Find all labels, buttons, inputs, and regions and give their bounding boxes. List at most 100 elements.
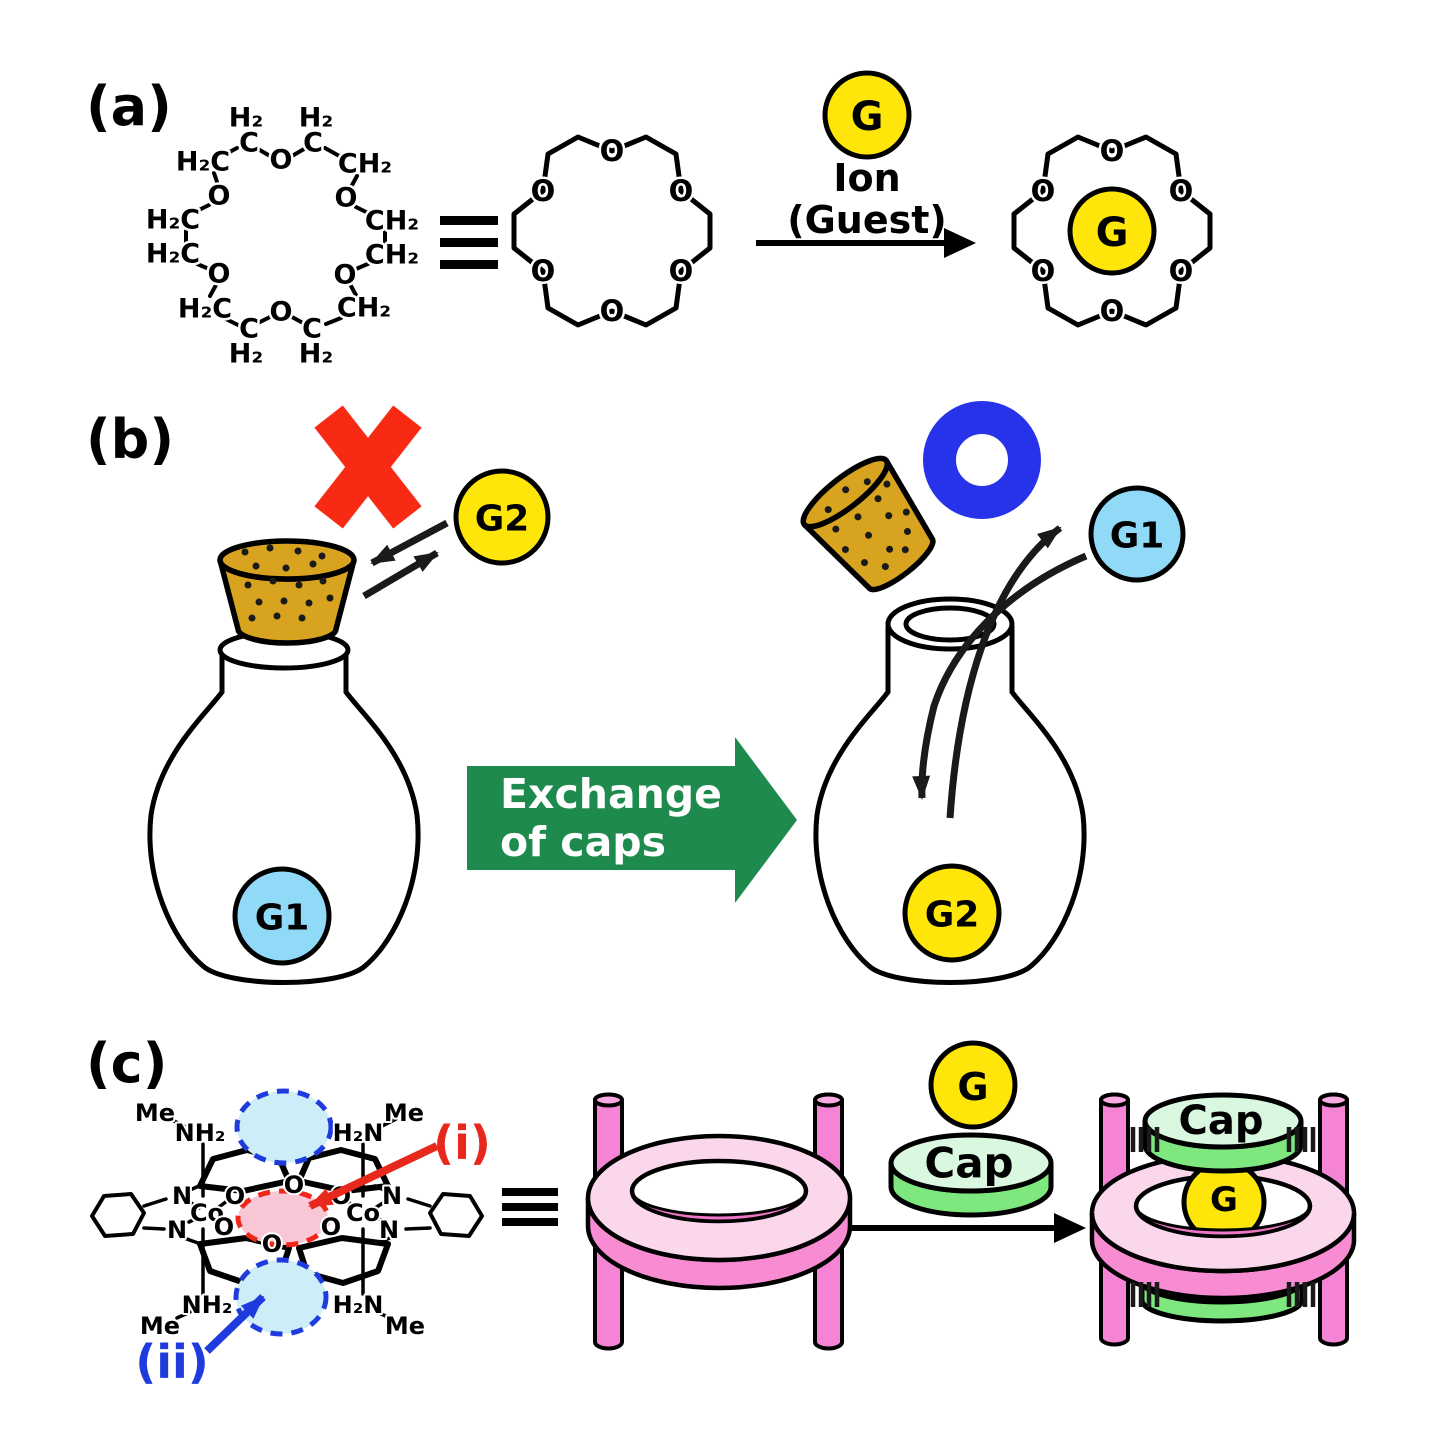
oxygen-label: O	[669, 174, 694, 208]
oxygen-label: O	[669, 254, 694, 288]
atom-label: O	[225, 1182, 245, 1210]
released-g1-symbol: G1	[1110, 516, 1165, 557]
binding-arrow	[756, 228, 976, 258]
free-guest-symbol: G	[957, 1065, 988, 1109]
atom-label: H₂C	[146, 239, 200, 270]
atom-label: Co	[346, 1199, 380, 1227]
bond-line	[142, 1226, 166, 1231]
bond-line	[182, 1236, 200, 1245]
free-guest-circle	[928, 1040, 1018, 1130]
binding-site-bottom	[233, 1257, 329, 1337]
guest-ion: G Ion (Guest)	[787, 70, 947, 242]
guest-in-arrow	[912, 552, 1088, 800]
bond-line	[175, 1310, 192, 1320]
atom-label: H₂N	[333, 1291, 384, 1319]
atom-label: C	[239, 314, 259, 345]
atom-label: O	[321, 1213, 341, 1241]
molecule-bonds	[142, 1117, 432, 1320]
bond-line	[323, 146, 343, 159]
panel-b-label: (b)	[86, 408, 174, 471]
atom-label: Me	[140, 1312, 180, 1340]
equivalence-symbol	[440, 216, 498, 269]
atom-label: H₂	[299, 339, 333, 370]
oxygen-label: O	[600, 294, 625, 328]
bond-line	[188, 1184, 201, 1192]
atom-label: H₂	[229, 339, 263, 370]
oxygen-label: O	[1031, 174, 1056, 208]
atom-label: NH₂	[182, 1291, 233, 1319]
bond-line	[142, 1197, 168, 1208]
atom-label: H₂C	[178, 294, 232, 325]
oxygen-label: O	[1100, 134, 1125, 168]
released-g1: G1	[1088, 485, 1186, 583]
panel-c-label: (c)	[86, 1032, 167, 1095]
atom-label: O	[335, 183, 358, 214]
bound-guest-circle	[1067, 186, 1157, 276]
guest-g2-symbol: G2	[475, 499, 530, 540]
top-cap-top	[1142, 1092, 1304, 1150]
capping-step: G Cap	[852, 1040, 1086, 1243]
guest-g1-inside-circle	[232, 866, 332, 966]
atom-label: N	[379, 1216, 399, 1244]
exchange-arrow-text: of caps	[500, 818, 666, 866]
atom-label: C	[303, 128, 323, 159]
atom-label: Me	[135, 1099, 175, 1127]
atom-label: N	[382, 1182, 402, 1210]
open-flask-scene: G1 G2	[800, 401, 1186, 985]
atom-label: H₂	[299, 103, 333, 134]
oxygen-label: O	[1100, 294, 1125, 328]
cork-stopper	[217, 538, 357, 646]
atom-label: CH₂	[338, 149, 392, 180]
capped-assembly: G Cap	[1089, 1092, 1357, 1347]
bond-line	[349, 174, 359, 189]
blue-o-mark-icon	[923, 401, 1041, 519]
guest-out-arrow	[946, 525, 1063, 819]
red-x-mark-icon	[314, 405, 422, 529]
oxygen-label: O	[1169, 174, 1194, 208]
bond-line	[256, 147, 272, 158]
captured-guest-symbol: G	[1210, 1180, 1238, 1220]
benzene-ring	[428, 1192, 484, 1238]
site-i-label: (i)	[433, 1116, 491, 1170]
atom-label: NH₂	[175, 1119, 226, 1147]
bond-line	[256, 315, 272, 325]
bond-line	[290, 315, 305, 325]
bond-line	[406, 1197, 432, 1208]
binding-site-center	[235, 1188, 331, 1248]
bond-line	[208, 283, 218, 298]
bottom-cap-side	[1139, 1280, 1305, 1324]
bond-line	[193, 203, 211, 214]
inside-g2-symbol: G2	[925, 895, 980, 936]
top-cap-label: Cap	[1179, 1098, 1264, 1144]
site-i-arrow	[308, 1142, 439, 1210]
atom-label: Me	[385, 1312, 425, 1340]
atom-label: O	[214, 1213, 234, 1241]
bond-line	[404, 1226, 432, 1231]
crown-ether-empty: O O O O O O	[511, 132, 713, 331]
arrow-caption: Ion	[833, 156, 900, 200]
crown-ether-formula-bonds	[184, 146, 387, 327]
atom-label: Co	[190, 1199, 224, 1227]
pillared-ring-structure	[585, 1092, 853, 1351]
site-ii-arrow	[204, 1294, 266, 1354]
atom-label: O	[262, 1230, 282, 1258]
atom-label: CH₂	[365, 240, 419, 271]
atom-label: O	[270, 145, 293, 176]
bond-line	[193, 261, 211, 271]
equilibrium-arrows	[362, 519, 449, 600]
free-cap-top	[888, 1132, 1054, 1194]
bond-line	[349, 284, 359, 299]
guest-g2-outside: G2	[453, 468, 551, 566]
bond-line	[373, 1184, 386, 1192]
equivalence-symbol	[502, 1188, 558, 1226]
oxygen-label: O	[1031, 254, 1056, 288]
site-ii-label: (ii)	[135, 1335, 209, 1389]
bond-line	[217, 1199, 229, 1209]
guest-ion-circle	[822, 70, 912, 160]
atom-label: N	[172, 1182, 192, 1210]
panel-b: (b) G2	[86, 401, 1186, 985]
bond-line	[224, 317, 240, 327]
